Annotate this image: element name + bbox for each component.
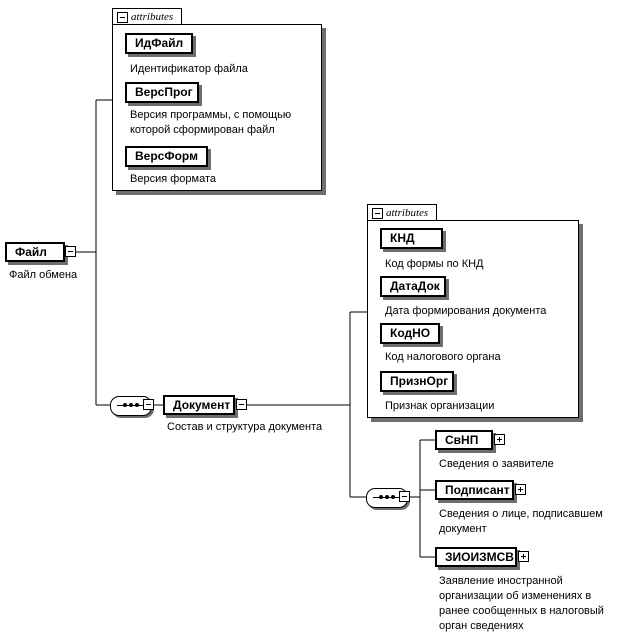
attribute-kodno[interactable]: КодНО (380, 323, 440, 344)
element-name: СвНП (445, 433, 479, 447)
document-attributes-tab-label: attributes (386, 207, 429, 219)
attribute-versprog[interactable]: ВерсПрог (125, 82, 199, 103)
document-attributes-tab[interactable]: attributes (367, 204, 437, 221)
attribute-priznorg[interactable]: ПризнОрг (380, 371, 454, 392)
attribute-description: Код налогового органа (385, 351, 501, 363)
attribute-description: Версия программы, с помощью которой сфор… (130, 109, 292, 136)
attribute-datadok[interactable]: ДатаДок (380, 276, 446, 297)
element-podpisant[interactable]: Подписант (435, 480, 514, 500)
expand-icon[interactable] (515, 484, 526, 495)
attribute-knd[interactable]: КНД (380, 228, 443, 249)
attribute-versform[interactable]: ВерсФорм (125, 146, 208, 167)
collapse-icon[interactable] (65, 246, 76, 257)
sequence-compositor[interactable] (366, 488, 408, 508)
element-description: Заявление иностранной организации об изм… (439, 575, 604, 632)
root-element-file[interactable]: Файл (5, 242, 65, 262)
attribute-description: Признак организации (385, 400, 495, 412)
element-description: Сведения о заявителе (439, 458, 554, 470)
root-attributes-tab-label: attributes (131, 11, 174, 23)
attribute-name: ВерсФорм (135, 149, 198, 163)
collapse-icon[interactable] (236, 399, 247, 410)
collapse-icon[interactable] (143, 399, 154, 410)
attribute-description: Дата формирования документа (385, 305, 547, 317)
attribute-name: ДатаДок (390, 279, 440, 293)
element-name: ЗИОИЗМСВ (445, 550, 514, 564)
attribute-description: Код формы по КНД (385, 258, 484, 270)
collapse-icon[interactable] (372, 208, 383, 219)
element-description: Сведения о лице, подписавшем документ (439, 508, 603, 535)
element-name: Подписант (445, 483, 510, 497)
sequence-compositor[interactable] (110, 396, 152, 416)
attribute-name: ПризнОрг (390, 374, 449, 388)
element-document[interactable]: Документ (163, 395, 235, 415)
attribute-description: Версия формата (130, 173, 216, 185)
root-attributes-tab[interactable]: attributes (112, 8, 182, 25)
expand-icon[interactable] (518, 551, 529, 562)
element-svnp[interactable]: СвНП (435, 430, 493, 450)
element-description: Файл обмена (9, 269, 78, 281)
attribute-idfile[interactable]: ИдФайл (125, 33, 193, 54)
attribute-name: КНД (390, 231, 415, 245)
element-name: Файл (15, 245, 47, 259)
collapse-icon[interactable] (117, 12, 128, 23)
expand-icon[interactable] (494, 434, 505, 445)
attribute-name: КодНО (390, 326, 431, 340)
attribute-name: ВерсПрог (135, 85, 193, 99)
element-zioizmsv[interactable]: ЗИОИЗМСВ (435, 547, 517, 567)
element-name: Документ (173, 398, 231, 412)
collapse-icon[interactable] (399, 491, 410, 502)
element-description: Состав и структура документа (167, 421, 323, 433)
attribute-name: ИдФайл (135, 36, 184, 50)
attribute-description: Идентификатор файла (130, 63, 248, 75)
